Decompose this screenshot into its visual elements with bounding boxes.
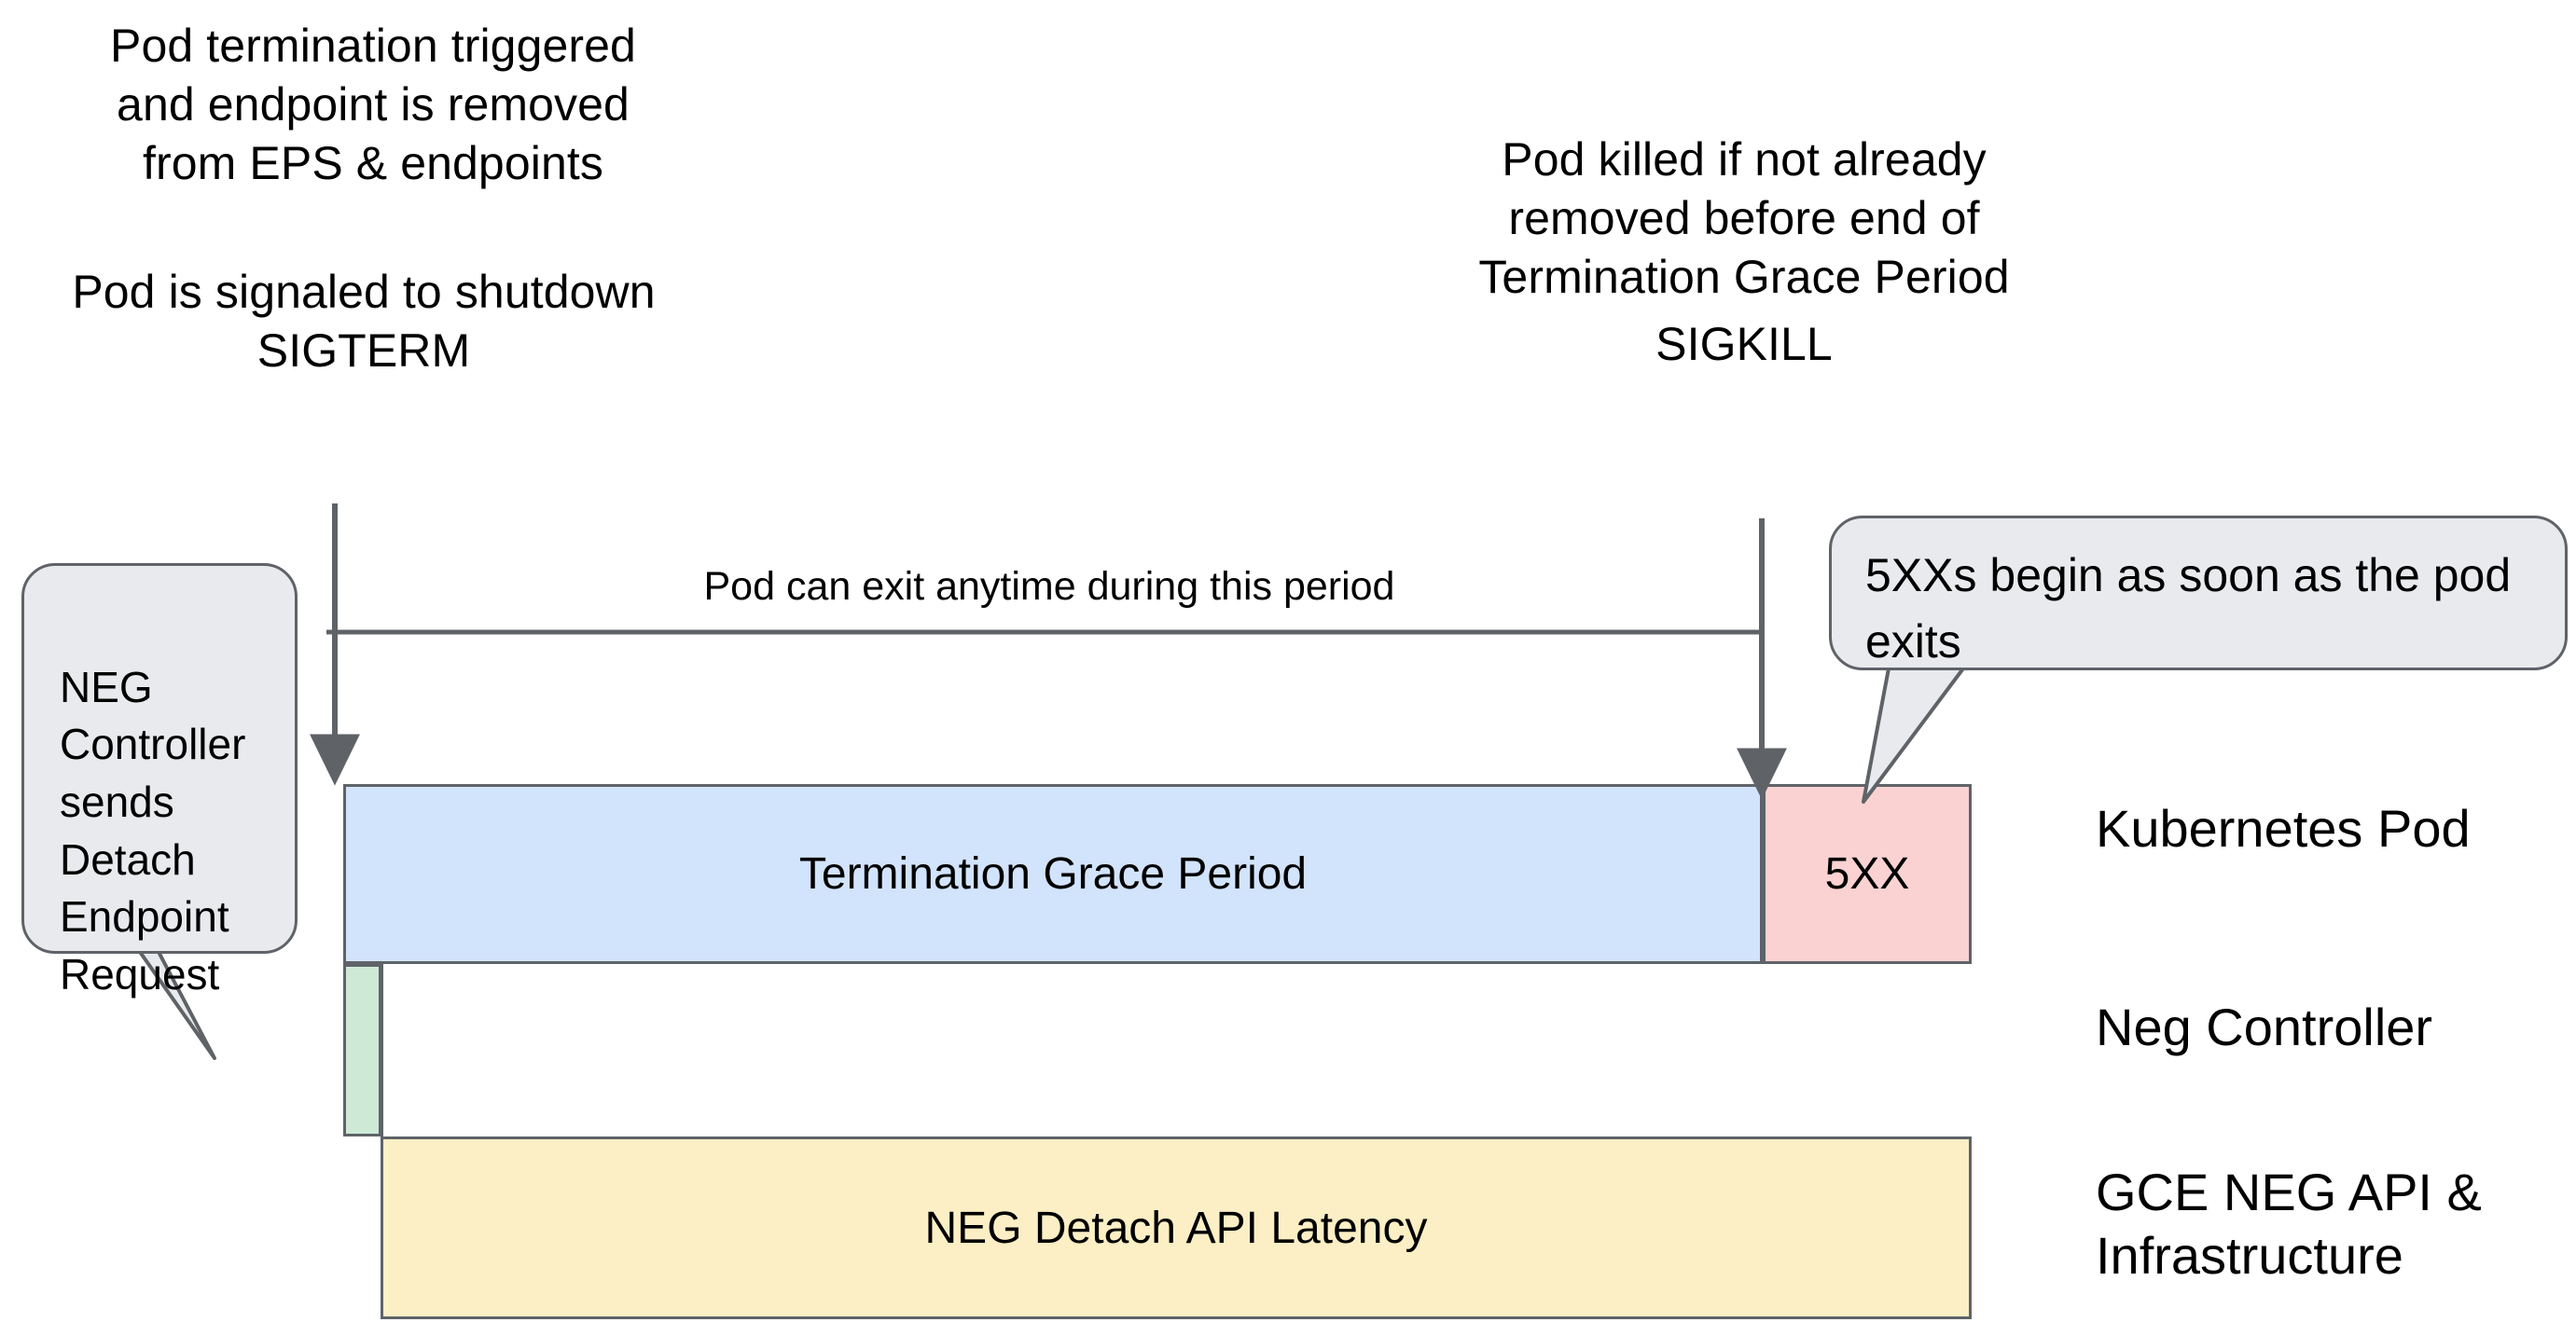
pod-exit-window-label: Pod can exit anytime during this period <box>703 564 1395 609</box>
lane-label-kubernetes-pod: Kubernetes Pod <box>2096 799 2471 858</box>
bar-5xx: 5XX <box>1763 784 1972 964</box>
bar-neg-controller-detach <box>343 964 381 1136</box>
bar-5xx-label: 5XX <box>1824 849 1910 899</box>
note-pod-termination-triggered: Pod termination triggered and endpoint i… <box>110 20 636 189</box>
bar-termination-grace-period: Termination Grace Period <box>343 784 1763 964</box>
callout-5xx-begin-text: 5XXs begin as soon as the pod exits <box>1865 549 2512 668</box>
lane-label-gce-neg-api: GCE NEG API & Infrastructure <box>2096 1163 2482 1286</box>
callout-5xx-tail <box>1862 667 1965 804</box>
callout-5xx-begin: 5XXs begin as soon as the pod exits <box>1829 516 2568 670</box>
bar-termination-grace-period-label: Termination Grace Period <box>798 849 1308 899</box>
bar-neg-detach-api-latency-label: NEG Detach API Latency <box>924 1203 1428 1253</box>
callout-neg-controller-text: NEG Controller sends Detach Endpoint Req… <box>60 662 246 999</box>
callout-neg-controller: NEG Controller sends Detach Endpoint Req… <box>21 563 298 999</box>
note-pod-killed-sigkill: Pod killed if not already removed before… <box>1478 133 2010 303</box>
note-sigkill-signal: SIGKILL <box>1655 318 1833 370</box>
note-pod-sigterm: Pod is signaled to shutdown SIGTERM <box>72 266 656 377</box>
lane-neg-controller-empty <box>381 964 1974 1136</box>
lane-label-neg-controller: Neg Controller <box>2096 998 2433 1056</box>
bar-neg-detach-api-latency: NEG Detach API Latency <box>381 1136 1972 1319</box>
